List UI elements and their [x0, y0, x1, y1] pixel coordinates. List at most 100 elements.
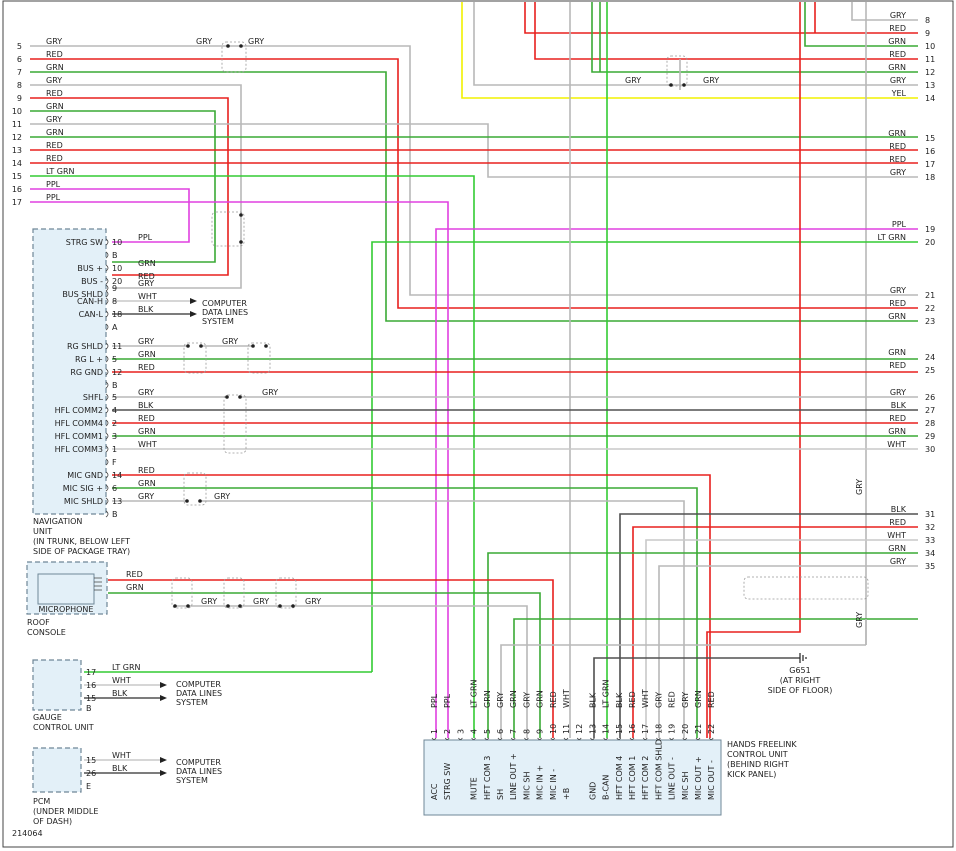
right-wire-number: 12 — [925, 68, 935, 77]
nav-pin-label: HFL COMM4 — [55, 419, 103, 428]
hfl-pin-label: LINE OUT - — [668, 757, 677, 800]
left-wire-number: 12 — [12, 133, 22, 142]
gauge-wire-color: LT GRN — [112, 663, 141, 672]
wire-31 — [619, 513, 918, 738]
hfl-pin-number: 9 — [536, 729, 545, 734]
pin-mark — [105, 406, 109, 414]
hfl-unit-label: CONTROL UNIT — [727, 750, 788, 759]
wire-mic-red — [108, 579, 554, 738]
pin-mark — [105, 381, 109, 389]
left-wire-color: RED — [46, 50, 63, 59]
pcm-label: PCM — [33, 797, 50, 806]
right-wire-color: GRN — [888, 37, 906, 46]
pin-mark — [105, 484, 109, 492]
wire-mic-gnd — [112, 474, 711, 738]
pin-mark — [484, 737, 490, 740]
gauge-pin: 15 — [86, 694, 96, 703]
nav-unit-location: UNIT — [33, 527, 52, 536]
nav-pin-number: 11 — [112, 342, 122, 351]
nav-wire-color: GRN — [138, 427, 156, 436]
hfl-wire-color: WHT — [641, 689, 650, 708]
hfl-pin-number: 2 — [443, 729, 452, 734]
shield-connector — [275, 577, 297, 609]
arrow-right-icon — [190, 298, 197, 304]
nav-pin-number: 2 — [112, 419, 117, 428]
gauge-wire-color: WHT — [112, 676, 131, 685]
nav-pin-number: B — [112, 251, 118, 260]
right-wire-number: 31 — [925, 510, 935, 519]
wire-yel-14 — [461, 2, 918, 99]
nav-wire-color: GRN — [138, 479, 156, 488]
right-wire-number: 33 — [925, 536, 935, 545]
hfl-pin-label: MIC SH — [681, 772, 690, 800]
nav-wire-color: GRN — [138, 259, 156, 268]
hfl-pin-label: HFT COM 1 — [628, 756, 637, 800]
gauge-wire-color: BLK — [112, 689, 128, 698]
right-wire-number: 11 — [925, 55, 935, 64]
nav-wire-color: RED — [138, 363, 155, 372]
right-wire-color: WHT — [887, 440, 906, 449]
right-wire-number: 20 — [925, 238, 935, 247]
right-wire-number: 27 — [925, 406, 935, 415]
hfl-pin-number: 22 — [707, 724, 716, 734]
gauge-pin: 17 — [86, 668, 96, 677]
right-wire-number: 28 — [925, 419, 935, 428]
nav-pin-label: MIC SIG + — [63, 484, 103, 493]
wire-hfl-6 — [500, 644, 866, 738]
pin-mark — [105, 310, 109, 318]
arrow-right-icon — [160, 770, 167, 776]
hfl-pin-label: LINE OUT + — [509, 753, 518, 800]
computer-data-text: SYSTEM — [176, 776, 208, 785]
hfl-wire-color: RED — [707, 691, 716, 708]
nav-pin-label: HFL COMM3 — [55, 445, 103, 454]
right-wire-color: GRN — [888, 348, 906, 357]
microphone-location: CONSOLE — [27, 628, 66, 637]
pin-mark — [105, 471, 109, 479]
pin-mark — [444, 737, 450, 740]
pin-mark — [105, 393, 109, 401]
right-wire-color: GRN — [888, 63, 906, 72]
nav-pin-number: 14 — [112, 471, 122, 480]
splice-dot — [669, 83, 673, 87]
right-wire-number: 13 — [925, 81, 935, 90]
wire-mic-grn — [108, 592, 541, 738]
gauge-pin: B — [86, 704, 92, 713]
splice-label: GRY — [305, 597, 321, 606]
left-wire-number: 17 — [12, 198, 22, 207]
ground-location: SIDE OF FLOOR) — [768, 686, 833, 695]
hfl-wire-color: WHT — [562, 689, 571, 708]
computer-data-text: DATA LINES — [176, 767, 222, 776]
arrow-right-icon — [160, 757, 167, 763]
splice-label: GRY — [703, 76, 719, 85]
hfl-pin-number: 3 — [456, 729, 465, 734]
right-wire-color: LT GRN — [877, 233, 906, 242]
hfl-pin-label: HFT COM 3 — [483, 756, 492, 800]
nav-wire-color: RED — [138, 466, 155, 475]
shield-connector — [171, 577, 193, 609]
pin-mark — [105, 277, 109, 285]
wire-gry-8 — [851, 2, 918, 21]
pin-mark — [563, 737, 569, 740]
hfl-wire-color: RED — [549, 691, 558, 708]
wire-15 — [30, 175, 475, 738]
hfl-unit-label: HANDS FREELINK — [727, 740, 797, 749]
nav-wire-color: BLK — [138, 401, 154, 410]
wire-grn-12 — [591, 2, 918, 73]
nav-wire-color: WHT — [138, 440, 157, 449]
nav-pin-label: HFL COMM2 — [55, 406, 103, 415]
right-wire-color: RED — [889, 361, 906, 370]
hfl-pin-label: HFT COM 4 — [615, 756, 624, 800]
right-wire-color: GRY — [890, 76, 906, 85]
hfl-wire-color: BLK — [615, 692, 624, 708]
right-wire-number: 17 — [925, 160, 935, 169]
right-wire-color: YEL — [891, 89, 907, 98]
nav-pin-label: MIC SHLD — [64, 497, 103, 506]
pcm-label: (UNDER MIDDLE — [33, 807, 98, 816]
hfl-pin-label: MIC OUT - — [707, 760, 716, 800]
wire-8 — [30, 84, 242, 289]
pin-mark — [105, 497, 109, 505]
left-wire-number: 10 — [12, 107, 22, 116]
hfl-pin-label: MIC OUT + — [694, 756, 703, 800]
nav-pin-label: BUS SHLD — [62, 290, 103, 299]
